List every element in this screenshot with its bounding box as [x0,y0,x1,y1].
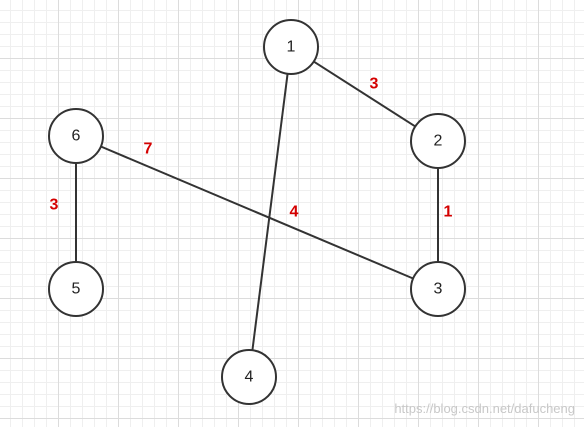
edge-weight-1-2: 3 [370,76,379,93]
node-label-4: 4 [245,369,254,386]
node-label-5: 5 [72,281,81,298]
node-circle-4 [221,349,277,405]
node-circle-5 [48,261,104,317]
edge-weight-2-3: 1 [444,204,453,221]
node-label-3: 3 [434,281,443,298]
node-circle-3 [410,261,466,317]
watermark-text: https://blog.csdn.net/dafucheng [394,401,575,416]
node-label-6: 6 [72,128,81,145]
node-circle-2 [410,113,466,169]
node-label-2: 2 [434,133,443,150]
edge-6-3 [100,145,414,280]
edges-layer [75,60,439,351]
node-6: 6 [48,108,104,164]
nodes-layer: 1 2 3 4 5 6 [48,19,466,405]
edge-1-4 [251,73,289,351]
edge-weight-label-7: 7 [144,141,153,158]
node-3: 3 [410,261,466,317]
node-4: 4 [221,349,277,405]
edge-weight-6-3: 4 [290,204,299,221]
weights-layer: 3 1 4 3 7 [50,76,453,221]
edge-weight-6-5: 3 [50,197,59,214]
edge-1-2 [313,60,416,128]
node-2: 2 [410,113,466,169]
node-circle-6 [48,108,104,164]
node-1: 1 [263,19,319,75]
node-label-1: 1 [287,39,296,56]
node-circle-1 [263,19,319,75]
node-5: 5 [48,261,104,317]
